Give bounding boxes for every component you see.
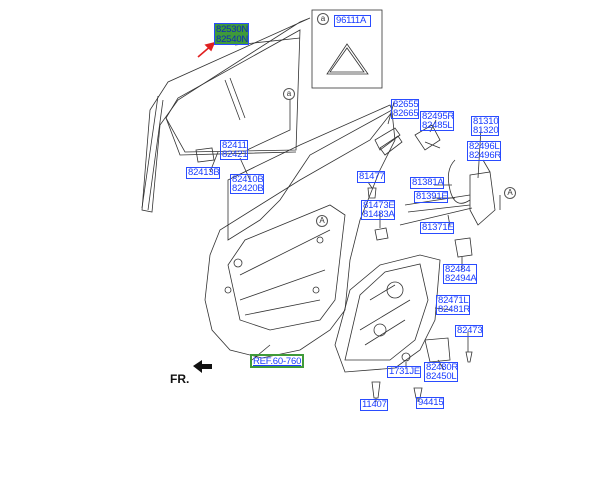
label-1731je-box[interactable]: 1731JE bbox=[387, 366, 421, 378]
clip-81473 bbox=[374, 227, 389, 241]
label-82471l: 82471L bbox=[438, 295, 469, 306]
label-82480r-box[interactable]: 82480R 82450L bbox=[424, 362, 458, 382]
label-11407-box[interactable]: 11407 bbox=[360, 399, 388, 411]
warning-triangle-label bbox=[326, 43, 369, 75]
bolt-11407 bbox=[371, 381, 381, 399]
handle-bracket bbox=[414, 124, 441, 151]
label-82421: 82421 bbox=[222, 149, 248, 160]
label-82480r: 82480R bbox=[426, 362, 459, 373]
callout-a-panel: a bbox=[317, 13, 329, 25]
screw-82473 bbox=[465, 351, 473, 363]
label-96111a-panel bbox=[311, 9, 383, 89]
label-82484: 82484 bbox=[445, 264, 471, 275]
label-82655-box[interactable]: 82655 82665 bbox=[391, 99, 419, 119]
door-frame bbox=[227, 104, 393, 241]
door-glass bbox=[141, 17, 311, 213]
label-82450l: 82450L bbox=[426, 371, 457, 382]
label-1731je: 1731JE bbox=[389, 366, 421, 377]
label-81483a: 81483A bbox=[363, 209, 395, 220]
door-module-panel bbox=[334, 254, 441, 373]
label-96111a: 96111A bbox=[336, 15, 367, 26]
label-82481r: 82481R bbox=[438, 304, 471, 315]
label-81477-box[interactable]: 81477 bbox=[357, 171, 385, 183]
plug-94415 bbox=[413, 387, 423, 399]
label-81381a-box[interactable]: 81381A bbox=[410, 177, 444, 189]
label-82473-box[interactable]: 82473 bbox=[455, 325, 483, 337]
bracket-82484 bbox=[454, 237, 473, 258]
label-81310-box[interactable]: 81310 81320 bbox=[471, 116, 499, 136]
label-82413b: 82413B bbox=[188, 167, 220, 178]
label-82420b: 82420B bbox=[232, 183, 264, 194]
actuator-82480 bbox=[424, 337, 451, 363]
label-82410b-box[interactable]: 82410B 82420B bbox=[230, 174, 264, 194]
label-82410b: 82410B bbox=[232, 174, 264, 185]
label-82494a: 82494A bbox=[445, 273, 477, 284]
door-latch bbox=[469, 171, 496, 226]
label-82540n: 82540N bbox=[216, 34, 249, 45]
clip-82413 bbox=[195, 147, 215, 163]
label-81310: 81310 bbox=[473, 116, 499, 127]
label-82411-box[interactable]: 82411 82421 bbox=[220, 140, 248, 160]
label-82411: 82411 bbox=[222, 140, 247, 151]
label-81371e: 81371E bbox=[422, 222, 454, 233]
label-82484-box[interactable]: 82484 82494A bbox=[443, 264, 477, 284]
ref-60-760-link[interactable]: REF.60-760 bbox=[253, 356, 302, 367]
outside-handle bbox=[374, 127, 401, 151]
label-82473: 82473 bbox=[457, 325, 483, 336]
label-81473e: 81473E bbox=[363, 200, 395, 211]
label-82471l-box[interactable]: 82471L 82481R bbox=[436, 295, 470, 315]
ref-60-760-box[interactable]: REF.60-760 bbox=[250, 354, 304, 368]
label-81371e-box[interactable]: 81371E bbox=[420, 222, 454, 234]
label-94415: 94415 bbox=[418, 397, 444, 408]
label-94415-box[interactable]: 94415 bbox=[416, 397, 444, 409]
callout-A-door: A bbox=[316, 215, 328, 227]
label-82530n: 82530N bbox=[216, 24, 249, 35]
label-81320: 81320 bbox=[473, 125, 499, 136]
label-11407: 11407 bbox=[362, 399, 387, 410]
label-82495r-box[interactable]: 82495R 82485L bbox=[420, 111, 454, 131]
clip-81477 bbox=[367, 187, 377, 199]
label-82495r: 82495R bbox=[422, 111, 455, 122]
label-82496l-box[interactable]: 82496L 82496R bbox=[467, 141, 501, 161]
callout-a-glass: a bbox=[283, 88, 295, 100]
front-direction-label: FR. bbox=[170, 372, 190, 386]
label-81391e: 81391E bbox=[416, 191, 448, 202]
label-82665: 82665 bbox=[393, 108, 419, 119]
label-81473e-box[interactable]: 81473E 81483A bbox=[361, 200, 395, 220]
label-82655: 82655 bbox=[393, 99, 419, 110]
label-82496l: 82496L bbox=[469, 141, 500, 152]
callout-A-latch: A bbox=[504, 187, 516, 199]
label-82413b-box[interactable]: 82413B bbox=[186, 167, 220, 179]
label-82496r: 82496R bbox=[469, 150, 502, 161]
label-81391e-box[interactable]: 81391E bbox=[414, 191, 448, 203]
label-82530n-box[interactable]: 82530N 82540N bbox=[214, 23, 249, 45]
front-arrow bbox=[193, 360, 212, 373]
grommet-1731je bbox=[401, 352, 411, 362]
label-82485l: 82485L bbox=[422, 120, 453, 131]
label-96111a-box[interactable]: 96111A bbox=[334, 15, 371, 27]
label-81381a: 81381A bbox=[412, 177, 444, 188]
label-81477: 81477 bbox=[359, 171, 385, 182]
